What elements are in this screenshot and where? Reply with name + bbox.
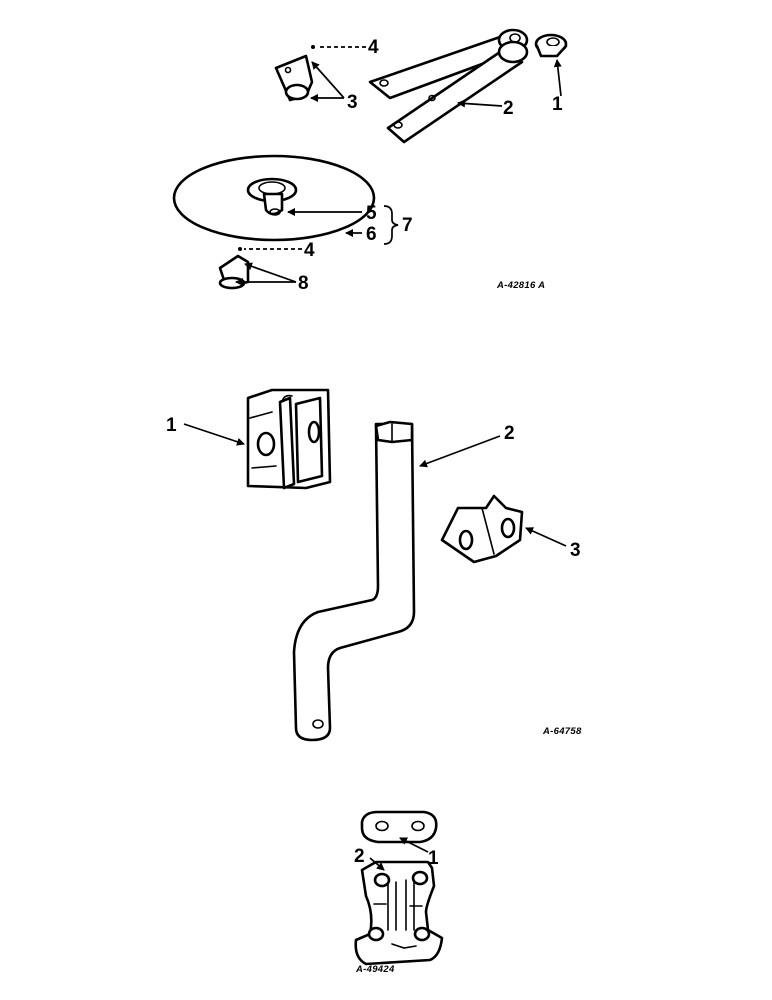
callout-fig1-4: 4: [368, 37, 379, 58]
disc-hub: [246, 177, 298, 216]
figure-code-1: A-42816 A: [496, 280, 545, 291]
callout-fig2-3: 3: [570, 540, 581, 561]
callout-fig1-1: 1: [552, 94, 563, 115]
shank-part: [292, 420, 416, 742]
collar-part: [534, 33, 568, 58]
callout-fig1-6: 6: [366, 224, 377, 245]
callout-fig3-2: 2: [354, 846, 365, 867]
small-plate: [360, 810, 438, 844]
callout-fig2-1: 1: [166, 415, 177, 436]
figure-disc-assembly: 1 2 3 4 5 6 7 4 8 A-42816 A: [172, 28, 568, 294]
bearing-housing-upper: [274, 45, 315, 102]
figure-code-2: A-64758: [542, 726, 582, 737]
figure-shank-assembly: 1 2 3 A-64758: [166, 388, 582, 742]
arm-part: [368, 28, 529, 144]
callout-fig1-2: 2: [503, 98, 514, 119]
clamp-bracket: [246, 388, 332, 490]
callout-fig1-3: 3: [347, 92, 358, 113]
figure-code-3: A-49424: [355, 964, 395, 975]
callout-fig1-4b: 4: [304, 240, 315, 261]
clamp-plate: [354, 860, 444, 966]
figure-plate-assembly: 1 2 A-49424: [354, 810, 444, 975]
callout-fig1-7: 7: [402, 215, 413, 236]
callout-fig1-8: 8: [298, 273, 309, 294]
callout-fig3-1: 1: [428, 848, 439, 869]
side-bracket: [440, 494, 524, 564]
callout-fig2-2: 2: [504, 423, 515, 444]
callout-fig1-5: 5: [366, 203, 377, 224]
